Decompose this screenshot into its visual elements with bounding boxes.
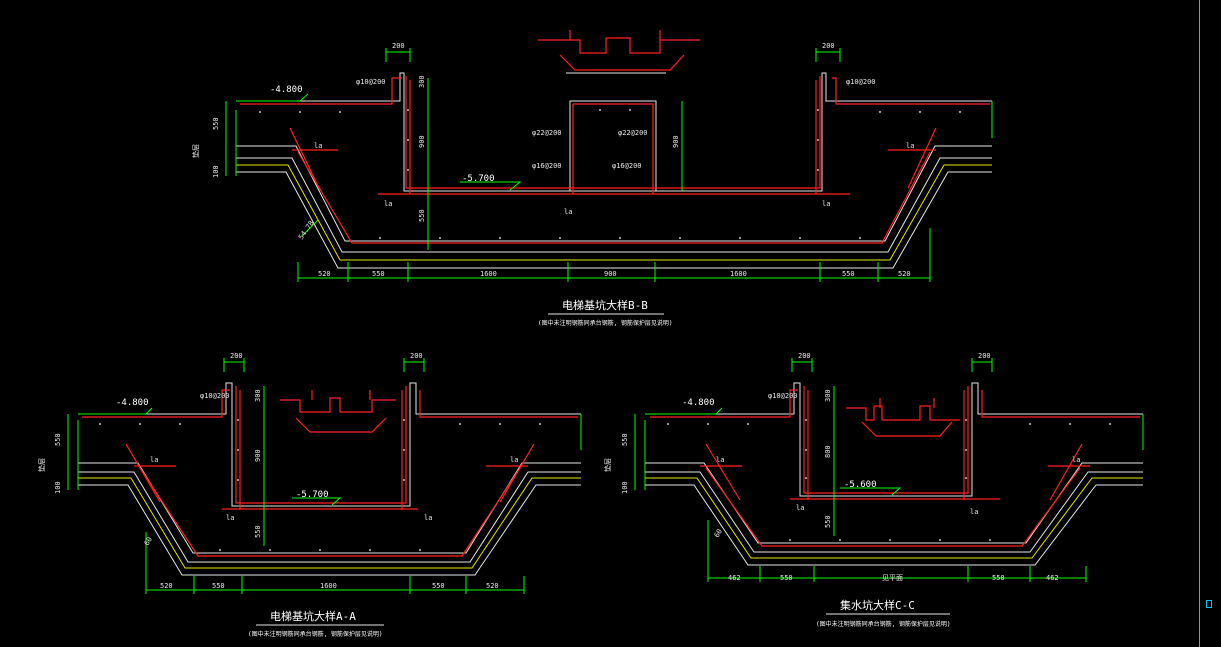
bb-rebar-4: φ16@200 — [612, 162, 642, 170]
bb-dim-3: 900 — [604, 270, 617, 278]
cc-dim-top-1: 200 — [978, 352, 991, 360]
aa-dim-top-1: 200 — [410, 352, 423, 360]
bb-elev-bottom: -5.700 — [462, 174, 495, 184]
bb-dim-2: 1600 — [480, 270, 497, 278]
aa-dim-v-2: 300 — [254, 389, 262, 402]
viewport-frame-edge — [1199, 0, 1221, 647]
cc-dim-3: 550 — [992, 574, 1005, 582]
bb-dim-v-0: 550 — [212, 117, 220, 130]
section-cc: -4.800 -5.600 462 550 见平面 550 462 200 20… — [603, 352, 1144, 628]
cc-elev-bottom: -5.600 — [844, 480, 877, 490]
cc-layer-label: 垫层 — [603, 458, 612, 472]
section-bb: -4.800 -5.700 520 550 1600 900 1600 550 … — [191, 30, 993, 327]
aa-dim-v-0: 550 — [54, 433, 62, 446]
bb-dim-0: 520 — [318, 270, 331, 278]
aa-note: (图中未注明钢筋同承台钢筋, 钢筋保护层见说明) — [248, 630, 382, 638]
bb-rebar-0: φ10@200 — [356, 78, 386, 86]
bb-la-1: la — [906, 142, 914, 150]
aa-dim-v-1: 100 — [54, 481, 62, 494]
cc-la-3: la — [970, 508, 978, 516]
bb-dim-v-3: 900 — [418, 135, 426, 148]
bb-dim-top-1: 200 — [822, 42, 835, 50]
bb-dim-v-2: 300 — [418, 75, 426, 88]
bb-rebar-2: φ22@200 — [618, 129, 648, 137]
cc-dim-0: 462 — [728, 574, 741, 582]
cc-la-0: la — [716, 456, 724, 464]
cc-dim-top-0: 200 — [798, 352, 811, 360]
aa-la-0: la — [150, 456, 158, 464]
aa-elev-top: -4.800 — [116, 398, 149, 408]
cc-dim-v-4: 550 — [824, 515, 832, 528]
cc-dim-v-2: 300 — [824, 389, 832, 402]
aa-dim-2: 1600 — [320, 582, 337, 590]
bb-title: 电梯基坑大样B-B — [562, 298, 648, 312]
bb-la-0: la — [314, 142, 322, 150]
aa-title: 电梯基坑大样A-A — [270, 609, 356, 623]
bb-dim-4: 1600 — [730, 270, 747, 278]
bb-note: (图中未注明钢筋同承台钢筋, 钢筋保护层见说明) — [538, 319, 672, 327]
bb-dim-v-1: 100 — [212, 165, 220, 178]
aa-dim-v-3: 900 — [254, 449, 262, 462]
bb-rebar-dots — [259, 109, 961, 239]
aa-dim-3: 550 — [432, 582, 445, 590]
aa-la-3: la — [424, 514, 432, 522]
bb-la-3: la — [564, 208, 572, 216]
bb-rebar-1: φ22@200 — [532, 129, 562, 137]
cc-elev-top: -4.800 — [682, 398, 715, 408]
frame-scroll-marker[interactable] — [1206, 600, 1212, 608]
bb-elev-top: -4.800 — [270, 85, 303, 95]
cc-note: (图中未注明钢筋同承台钢筋, 钢筋保护层见说明) — [816, 620, 950, 628]
aa-dim-v-4: 550 — [254, 525, 262, 538]
bb-dim-1: 550 — [372, 270, 385, 278]
bb-dim-5: 550 — [842, 270, 855, 278]
cc-dim-1: 550 — [780, 574, 793, 582]
cc-dim-2: 见平面 — [882, 574, 903, 582]
section-aa: -4.800 -5.700 520 550 1600 550 520 200 2… — [37, 352, 582, 638]
cc-dim-v-1: 100 — [621, 481, 629, 494]
cc-dim-4: 462 — [1046, 574, 1059, 582]
aa-dim-1: 550 — [212, 582, 225, 590]
bb-layer-label: 垫层 — [191, 144, 200, 158]
aa-dim-0: 520 — [160, 582, 173, 590]
cc-angle: 60 — [713, 528, 724, 539]
bb-la-4: la — [822, 200, 830, 208]
cc-rebar-0: φ10@200 — [768, 392, 798, 400]
cc-title: 集水坑大样C-C — [840, 598, 915, 612]
aa-elev-bottom: -5.700 — [296, 490, 329, 500]
aa-rebar-0: φ10@200 — [200, 392, 230, 400]
aa-angle: 60 — [143, 536, 154, 547]
bb-rebar-3: φ16@200 — [532, 162, 562, 170]
aa-la-2: la — [226, 514, 234, 522]
aa-layer-label: 垫层 — [37, 458, 46, 472]
bb-rebar-5: φ10@200 — [846, 78, 876, 86]
cc-la-2: la — [796, 504, 804, 512]
bb-dim-v-4: 550 — [418, 209, 426, 222]
aa-rebar-dots — [99, 419, 541, 551]
cc-dim-v-3: 800 — [824, 445, 832, 458]
cc-dim-v-0: 550 — [621, 433, 629, 446]
aa-la-1: la — [510, 456, 518, 464]
bb-dim-6: 520 — [898, 270, 911, 278]
aa-dim-top-0: 200 — [230, 352, 243, 360]
bb-angle: 54.78 — [297, 219, 316, 241]
bb-dim-top-0: 200 — [392, 42, 405, 50]
aa-dim-4: 520 — [486, 582, 499, 590]
cc-la-1: la — [1072, 456, 1080, 464]
cc-rebar-dots — [667, 419, 1111, 541]
bb-la-2: la — [384, 200, 392, 208]
bb-dim-v-5: 900 — [672, 135, 680, 148]
